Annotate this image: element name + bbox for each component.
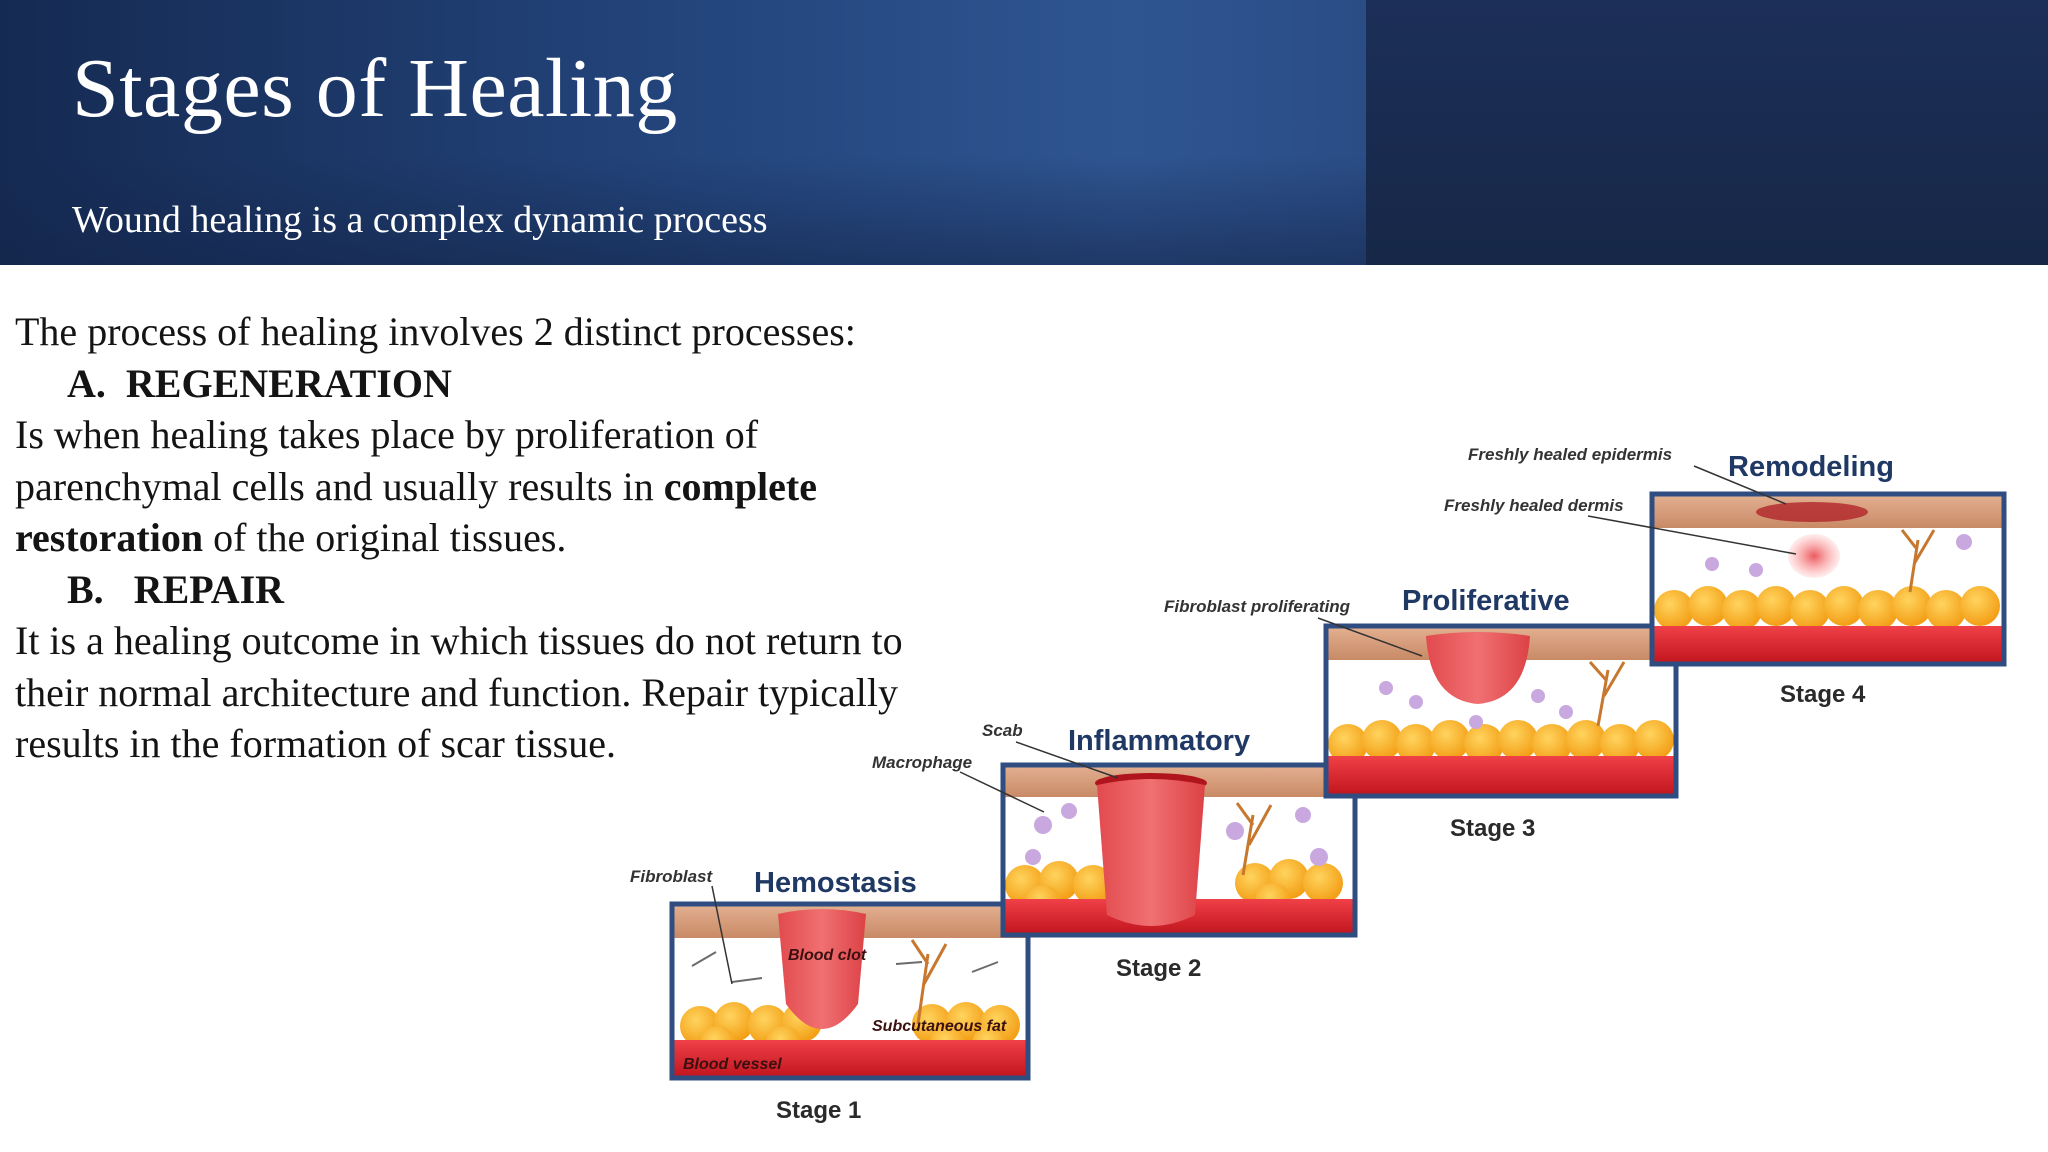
scab-label: Scab bbox=[982, 721, 1023, 740]
stage-4-healed-dermis bbox=[1788, 534, 1840, 578]
stage-4-label: Stage 4 bbox=[1780, 681, 1866, 708]
regeneration-marker: A. bbox=[67, 360, 106, 406]
stage-3-fat-cells bbox=[1328, 720, 1674, 764]
fibroblast-proliferating-pointer bbox=[1317, 617, 1423, 657]
blood-vessel-label: Blood vessel bbox=[683, 1056, 782, 1073]
repair-line-2: their normal architecture and function. … bbox=[15, 669, 898, 715]
stage-2-title: Inflammatory bbox=[1068, 725, 1250, 757]
stage-2-macrophages bbox=[1025, 803, 1328, 866]
regeneration-emphasis-restoration: restoration bbox=[15, 515, 204, 560]
fibroblast-pointer bbox=[711, 885, 733, 985]
repair-heading: B. REPAIR bbox=[15, 564, 1015, 616]
regeneration-line-2-text: parenchymal cells and usually results in bbox=[15, 463, 664, 509]
stage-3-panel bbox=[1323, 623, 1679, 799]
stage-1-nerve bbox=[910, 939, 948, 1025]
stage-3-label: Stage 3 bbox=[1450, 815, 1535, 842]
repair-line-1: It is a healing outcome in which tissues… bbox=[15, 618, 903, 663]
freshly-healed-epidermis-label: Freshly healed epidermis bbox=[1468, 445, 1672, 464]
regeneration-title: REGENERATION bbox=[125, 360, 452, 406]
freshly-healed-epidermis-pointer bbox=[1693, 465, 1787, 505]
regeneration-line-3-text: of the original tissues. bbox=[203, 515, 567, 560]
blood-clot-label: Blood clot bbox=[788, 947, 867, 964]
regeneration-line-2: parenchymal cells and usually results in… bbox=[15, 461, 1015, 513]
stage-4-cells bbox=[1705, 534, 1972, 577]
regeneration-emphasis-complete: complete bbox=[663, 463, 817, 509]
stage-3-fibroblasts bbox=[1379, 681, 1573, 729]
intro-line: The process of healing involves 2 distin… bbox=[15, 309, 856, 354]
banner-fade bbox=[0, 155, 1366, 265]
banner-right-panel bbox=[1366, 0, 2048, 265]
repair-line-3: results in the formation of scar tissue. bbox=[15, 721, 616, 766]
stage-4-fat-cells bbox=[1654, 586, 2000, 630]
stage-2-frame bbox=[1000, 762, 1358, 938]
regeneration-line-3: restoration of the original tissues. bbox=[15, 512, 1015, 564]
stage-1-label: Stage 1 bbox=[776, 1097, 861, 1124]
stage-3-frame bbox=[1323, 623, 1679, 799]
repair-title: REPAIR bbox=[133, 566, 285, 612]
stage-1-frame bbox=[669, 901, 1031, 1081]
stage-4-panel bbox=[1649, 491, 2007, 667]
stage-1-title: Hemostasis bbox=[754, 867, 917, 899]
fibroblast-label: Fibroblast bbox=[630, 867, 714, 886]
slide-title: Stages of Healing bbox=[72, 42, 678, 135]
stage-4-frame bbox=[1649, 491, 2007, 667]
stage-1-fibroblasts bbox=[691, 951, 999, 983]
stage-4-title: Remodeling bbox=[1728, 451, 1894, 483]
scab-pointer bbox=[1015, 741, 1119, 779]
fibroblast-proliferating-label: Fibroblast proliferating bbox=[1164, 597, 1351, 616]
slide-subtitle: Wound healing is a complex dynamic proce… bbox=[72, 199, 768, 241]
subcutaneous-fat-label: Subcutaneous fat bbox=[872, 1018, 1007, 1035]
stage-4-nerve bbox=[1900, 529, 1936, 593]
regeneration-heading: A. REGENERATION bbox=[15, 358, 1015, 410]
stage-1-blood-vessel bbox=[672, 1040, 1028, 1078]
stage-3-title: Proliferative bbox=[1402, 585, 1570, 617]
stage-2-wound bbox=[1097, 779, 1205, 926]
stage-3-blood-vessel bbox=[1326, 756, 1676, 796]
stage-4-blood-vessel bbox=[1652, 626, 2004, 664]
stage-3-nerve bbox=[1588, 661, 1626, 727]
title-banner: Stages of Healing Wound healing is a com… bbox=[0, 0, 2048, 265]
stage-3-wound bbox=[1426, 632, 1530, 704]
freshly-healed-dermis-label: Freshly healed dermis bbox=[1444, 496, 1624, 515]
repair-marker: B. bbox=[67, 566, 104, 612]
stage-1-panel bbox=[669, 901, 1031, 1081]
stage-2-panel bbox=[1000, 762, 1358, 938]
macrophage-label: Macrophage bbox=[872, 753, 972, 772]
regeneration-line-1: Is when healing takes place by prolifera… bbox=[15, 412, 759, 457]
freshly-healed-dermis-pointer bbox=[1587, 515, 1797, 555]
stage-2-label: Stage 2 bbox=[1116, 955, 1201, 982]
stage-4-healed-epidermis bbox=[1756, 502, 1868, 522]
stage-1-blood-clot bbox=[778, 909, 866, 1029]
macrophage-pointer bbox=[959, 771, 1045, 813]
stage-2-nerve bbox=[1235, 802, 1273, 876]
body-text: The process of healing involves 2 distin… bbox=[15, 306, 1015, 770]
